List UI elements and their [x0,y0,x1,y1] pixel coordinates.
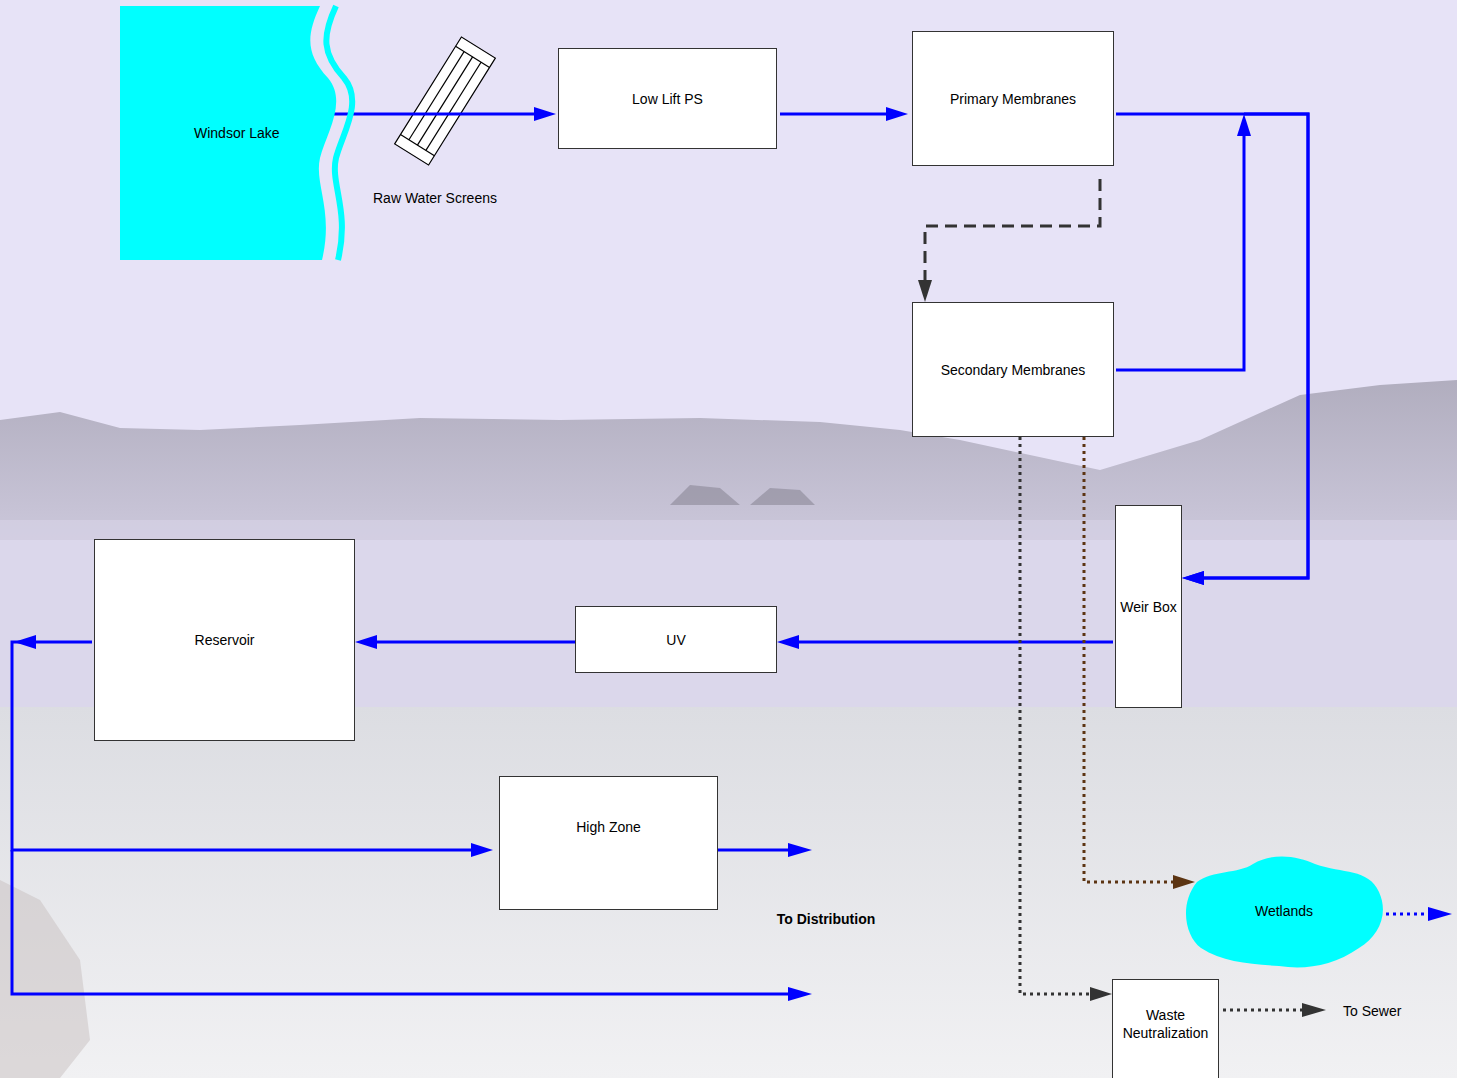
node-label: UV [666,631,685,649]
wetlands-area: Wetlands [1183,852,1385,970]
flow-line [1116,136,1244,370]
arrow-head [788,987,812,1001]
destination-label: To Distribution [766,910,886,928]
flow-connector [777,635,1113,649]
node-label: Primary Membranes [950,90,1076,108]
island [670,485,815,505]
node-label: Wetlands [1255,902,1313,920]
hills [0,380,1457,540]
arrow-head [1182,571,1204,585]
arrow-head [1302,1003,1326,1017]
node-label: Windsor Lake [194,124,280,142]
node-label: Weir Box [1120,598,1177,616]
arrow-head [886,107,908,121]
arrow-head [777,635,799,649]
flow-connector [355,635,575,649]
equipment-label: Raw Water Screens [373,190,497,206]
node-label: Waste Neutralization [1113,1006,1218,1042]
flow-line [1020,437,1090,994]
flow-line [780,113,886,116]
flow-connector [1084,437,1195,889]
arrow-head [1428,907,1452,921]
high-zone-outflow [718,849,790,852]
node-label: Low Lift PS [632,90,703,108]
arrow-head [14,635,36,649]
node-label: Reservoir [195,631,255,649]
lake-source: Windsor Lake [120,6,360,260]
weir-box: Weir Box [1115,505,1182,708]
arrow-head [1173,875,1195,889]
arrow-head [1090,987,1112,1001]
sewer-outflow [1216,1009,1302,1012]
water-foreground [0,707,1457,1078]
process-box: Primary Membranes [912,31,1114,166]
flow-line [1204,114,1308,578]
node-label: Secondary Membranes [941,361,1086,379]
arrow-head [918,280,932,302]
arrow-head [471,843,493,857]
flow-line [377,641,575,644]
destination-label: To Sewer [1343,1003,1401,1019]
arrow-head [788,843,812,857]
node-label: High Zone [576,818,641,836]
arrow-head [355,635,377,649]
process-box: Secondary Membranes [912,302,1114,437]
flow-line [925,179,1100,280]
flow-line [799,641,1113,644]
reservoir-box: Reservoir [94,539,355,741]
arrow-head [534,107,556,121]
arrow-head [1237,114,1251,136]
uv-box: UV [575,606,777,673]
flow-connector [918,179,1100,302]
high-zone-box: High Zone [499,776,718,910]
neutralization-box: Waste Neutralization [1112,979,1219,1078]
raw-water-screens-symbol [395,37,496,165]
flow-connector [780,107,908,121]
arrow-head [1182,571,1204,585]
flow-connector [1020,437,1112,1001]
pump-station-box: Low Lift PS [558,48,777,149]
